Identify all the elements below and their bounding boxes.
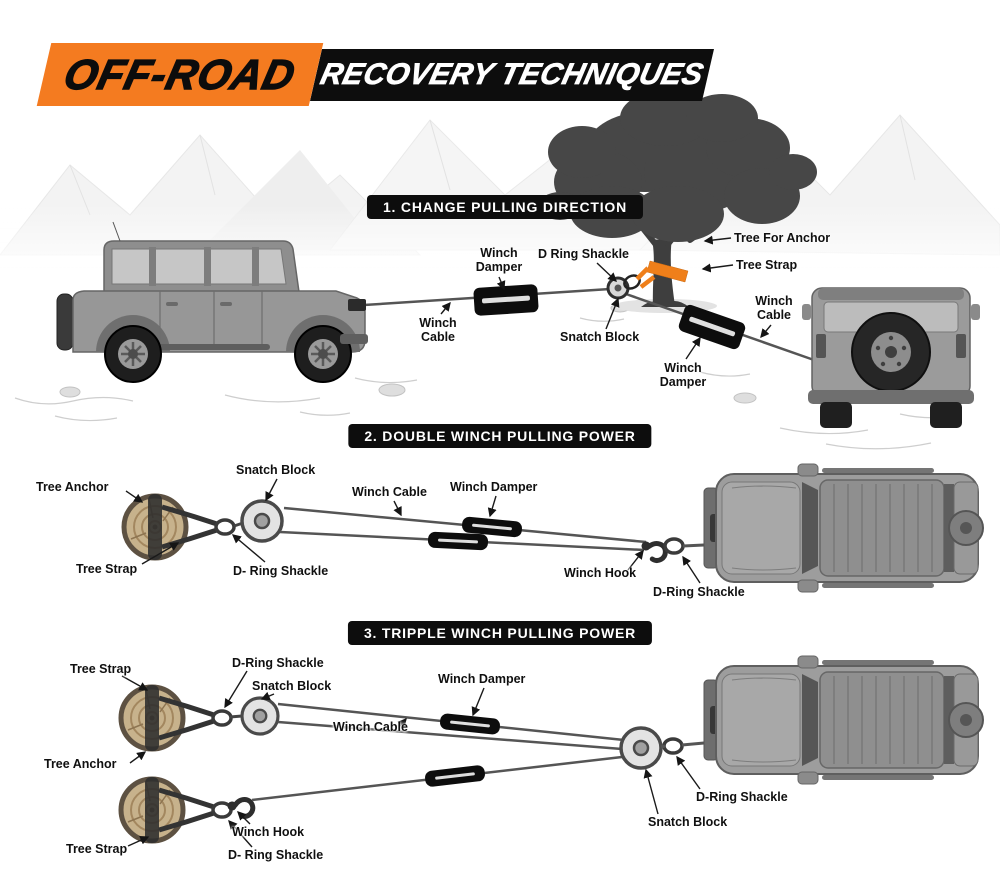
- s3-winch-damper-upper: [439, 712, 501, 736]
- s3-winch-damper-lower: [424, 764, 486, 788]
- label-tree-for-anchor: Tree For Anchor: [734, 231, 831, 245]
- header-title-text: RECOVERY TECHNIQUES: [317, 58, 707, 92]
- s2-tree-anchor-log: [124, 494, 234, 560]
- s2-d-ring-shackle: [663, 537, 685, 555]
- label-d-ring-shackle-top: D-Ring Shackle: [232, 656, 324, 670]
- section-2-title: 2. DOUBLE WINCH PULLING POWER: [348, 424, 652, 448]
- s2-link-to-jeep: [682, 543, 705, 548]
- s1-leader-lines: [440, 235, 772, 360]
- label-d-ring-shackle-left: D- Ring Shackle: [233, 564, 329, 578]
- label-snatch-block-top: Snatch Block: [252, 679, 332, 693]
- label-snatch-block: Snatch Block: [236, 463, 316, 477]
- label-d-ring-shackle-right: D-Ring Shackle: [696, 790, 788, 804]
- label-snatch-block: Snatch Block: [560, 330, 640, 344]
- rocks: [59, 303, 757, 404]
- label-tree-strap: Tree Strap: [736, 258, 798, 272]
- label-tree-strap-top: Tree Strap: [70, 662, 132, 676]
- section-1-title: 1. CHANGE PULLING DIRECTION: [366, 195, 644, 219]
- label-winch-hook: Winch Hook: [232, 825, 305, 839]
- label-winch-damper: Winch Damper: [450, 480, 538, 494]
- s1-winch-damper-right: [677, 303, 747, 351]
- label-winch-cable-left: Winch Cable: [419, 316, 457, 345]
- label-tree-anchor: Tree Anchor: [36, 480, 109, 494]
- label-winch-cable: Winch Cable: [333, 720, 408, 734]
- label-tree-strap: Tree Strap: [76, 562, 138, 576]
- s3-tree-anchor-log-bottom: [121, 777, 231, 843]
- s3-link-to-jeep: [660, 741, 705, 749]
- label-winch-damper-left: Winch Damper: [475, 246, 523, 275]
- s3-winch-hook: [227, 797, 255, 819]
- label-winch-cable: Winch Cable: [352, 485, 427, 499]
- s2-leader-lines: [125, 478, 701, 584]
- label-winch-cable-right: Winch Cable: [755, 294, 793, 323]
- anchor-tree: [538, 90, 817, 313]
- s3-d-ring-shackle-right: [662, 737, 684, 755]
- s3-tree-anchor-log-top: [121, 685, 231, 751]
- brand-badge: OFF-ROAD: [36, 43, 324, 106]
- s3-leader-lines: [121, 670, 701, 848]
- s2-snatch-block: [240, 499, 284, 543]
- label-winch-damper-right: Winch Damper: [659, 361, 707, 390]
- brand-text: OFF-ROAD: [59, 50, 301, 98]
- jeep-rear-view: [802, 287, 980, 428]
- s3-snatch-block-top: [240, 696, 280, 736]
- label-winch-hook: Winch Hook: [564, 566, 637, 580]
- label-tree-strap-bottom: Tree Strap: [66, 842, 128, 856]
- jeep-side-view: [56, 221, 368, 383]
- label-tree-anchor: Tree Anchor: [44, 757, 117, 771]
- s3-jeep-top-view: [703, 655, 984, 785]
- s3-link-top: [229, 714, 243, 719]
- header-title-banner: RECOVERY TECHNIQUES: [309, 49, 715, 101]
- label-d-ring-shackle-right: D-Ring Shackle: [653, 585, 745, 599]
- label-snatch-block-right: Snatch Block: [648, 815, 728, 829]
- s2-winch-damper-lower: [427, 531, 489, 551]
- label-d-ring-shackle: D Ring Shackle: [538, 247, 629, 261]
- s3-snatch-block-right: [619, 726, 663, 770]
- label-winch-damper: Winch Damper: [438, 672, 526, 686]
- section-3-title: 3. TRIPPLE WINCH PULLING POWER: [347, 621, 653, 645]
- s1-tree-strap: [635, 260, 689, 289]
- terrain-sketch: [14, 317, 961, 450]
- s2-jeep-top-view: [703, 463, 984, 593]
- s1-winch-damper-left: [473, 283, 539, 317]
- label-d-ring-shackle-bottom: D- Ring Shackle: [228, 848, 324, 862]
